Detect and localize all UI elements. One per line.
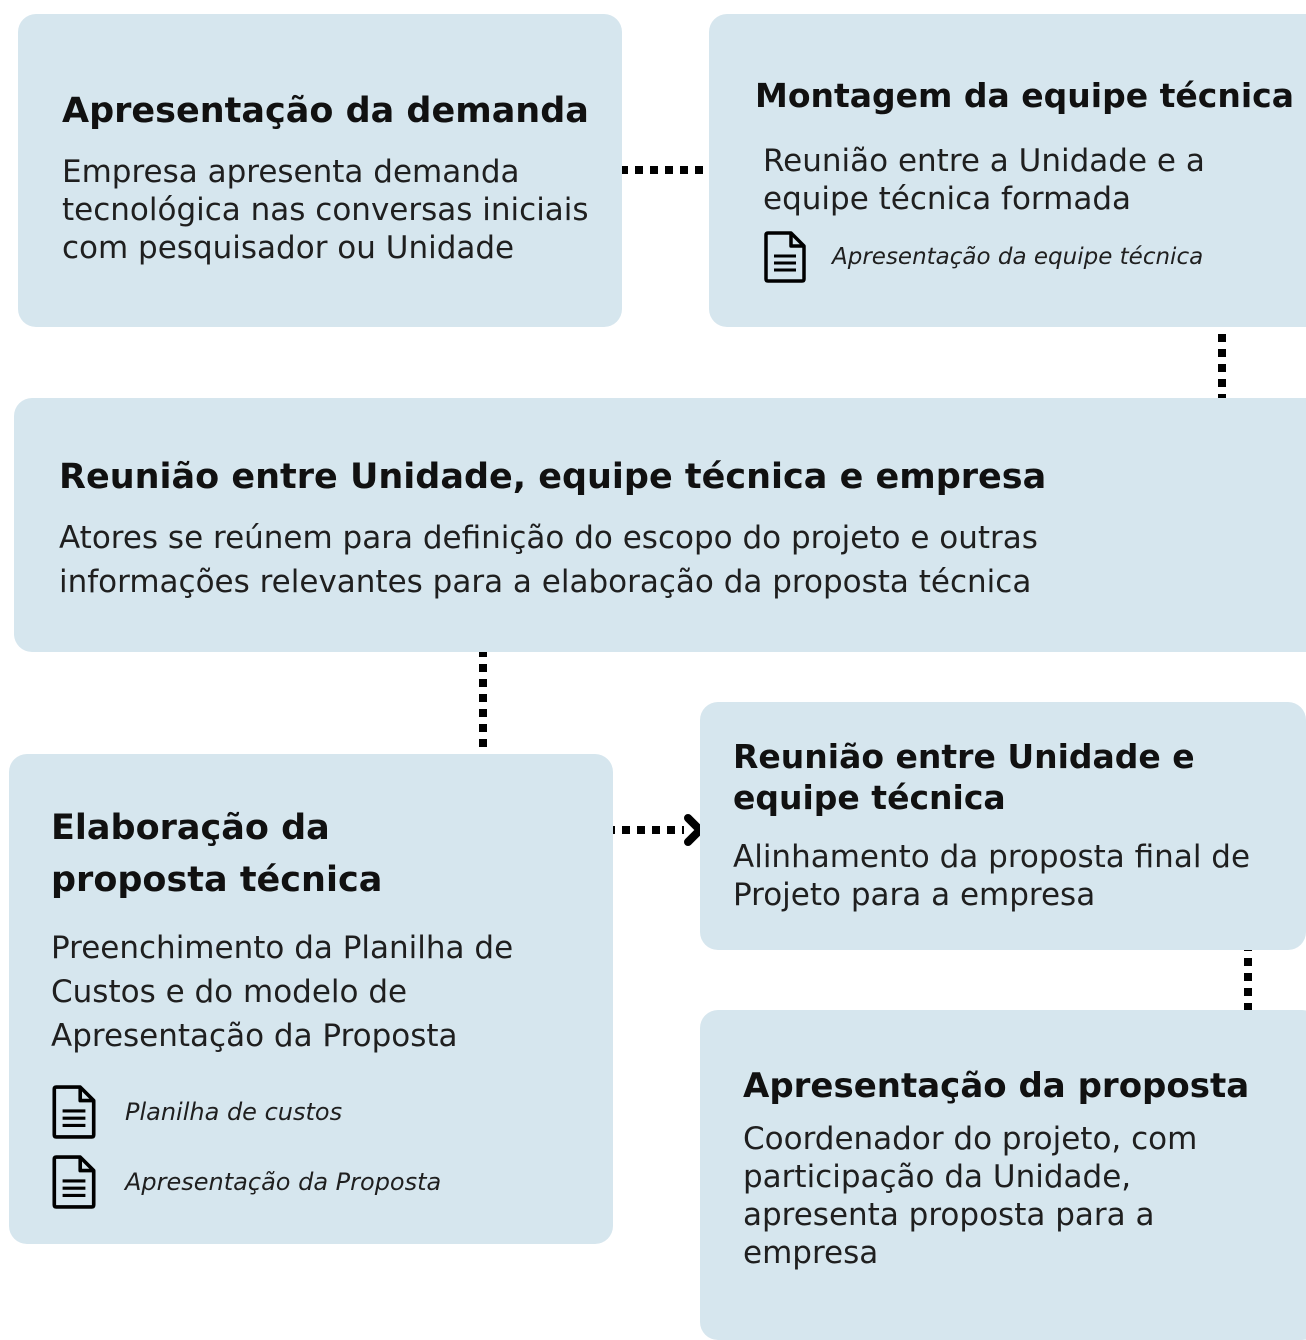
step-description: Alinhamento da proposta final de Projeto…	[733, 839, 1251, 913]
step-card-reuniao-unidade-equipe-empresa: Reunião entre Unidade, equipe técnica e …	[14, 398, 1306, 652]
step-title: Apresentação da demanda	[62, 91, 589, 131]
document-item: Apresentação da equipe técnica	[763, 230, 1203, 284]
step-title: Elaboração da proposta técnica	[51, 808, 383, 900]
connector-4-5-arrowhead	[684, 814, 706, 846]
step-description: Atores se reúnem para definição do escop…	[59, 520, 1038, 600]
step-description: Preenchimento da Planilha de Custos e do…	[51, 930, 514, 1054]
document-icon	[764, 231, 806, 283]
document-item: Apresentação da Proposta	[51, 1154, 441, 1210]
step-card-montagem-equipe: Montagem da equipe técnica Reunião entre…	[709, 14, 1306, 327]
document-item: Planilha de custos	[51, 1084, 342, 1140]
step-card-apresentacao-proposta: Apresentação da proposta Coordenador do …	[700, 1010, 1306, 1340]
document-label: Planilha de custos	[125, 1098, 343, 1126]
document-icon	[52, 1155, 96, 1209]
step-title: Reunião entre Unidade e equipe técnica	[733, 737, 1195, 817]
step-description: Empresa apresenta demanda tecnológica na…	[62, 154, 589, 266]
step-title: Reunião entre Unidade, equipe técnica e …	[59, 457, 1047, 497]
step-card-apresentacao-demanda: Apresentação da demanda Empresa apresent…	[18, 14, 622, 327]
step-description: Coordenador do projeto, com participação…	[743, 1121, 1198, 1271]
step-title: Apresentação da proposta	[743, 1066, 1250, 1106]
document-label: Apresentação da equipe técnica	[832, 244, 1204, 270]
document-icon	[52, 1085, 96, 1139]
step-description: Reunião entre a Unidade e a equipe técni…	[763, 143, 1205, 217]
step-card-reuniao-unidade-equipe: Reunião entre Unidade e equipe técnica A…	[700, 702, 1306, 950]
step-title: Montagem da equipe técnica	[755, 76, 1294, 115]
step-card-elaboracao-proposta: Elaboração da proposta técnica Preenchim…	[9, 754, 613, 1244]
document-label: Apresentação da Proposta	[125, 1168, 442, 1196]
